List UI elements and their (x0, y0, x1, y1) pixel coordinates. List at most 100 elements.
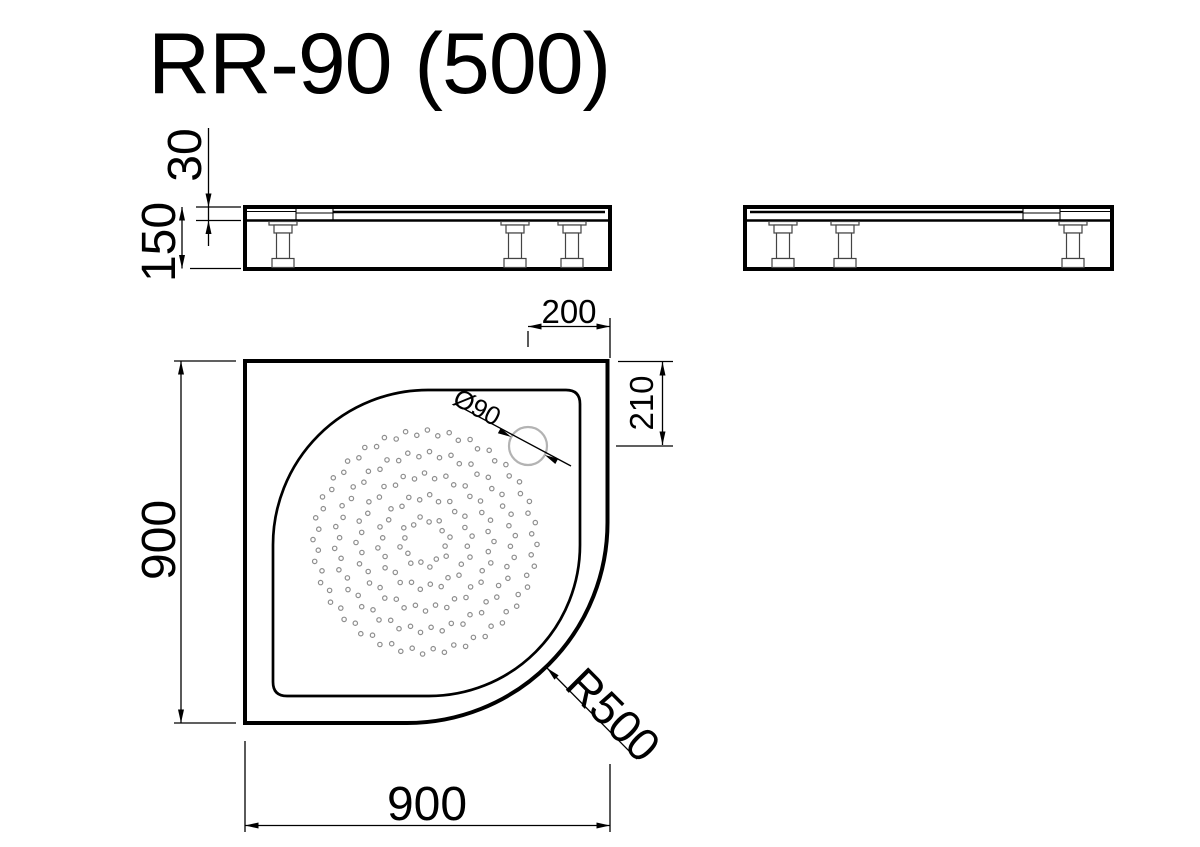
anti-slip-dot (330, 474, 337, 481)
anti-slip-dot (400, 473, 407, 480)
anti-slip-dot-pattern (310, 427, 540, 657)
anti-slip-dot (474, 471, 480, 478)
anti-slip-dot (515, 591, 522, 598)
anti-slip-dot (427, 581, 434, 588)
anti-slip-dot (424, 427, 431, 433)
anti-slip-dot (356, 560, 363, 567)
anti-slip-dot (450, 642, 457, 648)
anti-slip-dot (319, 494, 326, 500)
leg (557, 220, 587, 269)
anti-slip-dot (392, 482, 399, 489)
leg (768, 220, 798, 269)
anti-slip-dot (315, 547, 322, 554)
anti-slip-dot (431, 475, 438, 482)
anti-slip-dot (401, 604, 407, 611)
plan-basin-rim (271, 388, 582, 698)
dim-label-30: 30 (159, 128, 212, 181)
anti-slip-dot (356, 454, 362, 461)
anti-slip-dot (436, 517, 443, 524)
anti-slip-dot (312, 514, 319, 521)
anti-slip-dot (402, 428, 409, 435)
dim-label-200: 200 (541, 293, 596, 330)
dimension-drain-offset-y: 210 (616, 360, 673, 447)
anti-slip-dot (499, 491, 505, 498)
anti-slip-dot (352, 620, 359, 627)
anti-slip-dot (462, 524, 468, 531)
anti-slip-dot (402, 535, 408, 541)
anti-slip-dot (341, 616, 347, 623)
anti-slip-dot (460, 621, 466, 627)
anti-slip-dot (319, 567, 325, 574)
anti-slip-dot (336, 566, 342, 573)
anti-slip-dot (486, 447, 493, 454)
dimension-rim-depth: 30 (159, 128, 241, 246)
anti-slip-dot (364, 510, 371, 517)
anti-slip-dot (366, 498, 372, 505)
anti-slip-dot (357, 630, 364, 637)
anti-slip-dot (379, 534, 386, 541)
anti-slip-dot (463, 594, 469, 601)
anti-slip-dot (396, 625, 402, 632)
anti-slip-dot (393, 596, 400, 603)
anti-slip-dot (361, 444, 368, 451)
anti-slip-dot (523, 572, 530, 579)
anti-slip-dot (448, 620, 455, 627)
anti-slip-dot (442, 543, 448, 549)
anti-slip-dot (416, 496, 423, 503)
anti-slip-dot (462, 643, 469, 650)
anti-slip-dot (450, 481, 457, 488)
anti-slip-dot (513, 603, 520, 610)
anti-slip-dot (445, 574, 451, 581)
anti-slip-dot (339, 502, 345, 509)
anti-slip-dot (493, 594, 500, 600)
anti-slip-dot (397, 579, 404, 586)
anti-slip-dot (503, 608, 510, 615)
anti-slip-dot (388, 640, 395, 647)
front-tray-outline (243, 205, 612, 271)
anti-slip-dot (417, 514, 423, 520)
anti-slip-dot (369, 632, 376, 639)
anti-slip-dot (375, 545, 381, 551)
anti-slip-dot (488, 485, 495, 492)
anti-slip-dot (311, 558, 318, 565)
anti-slip-dot (418, 559, 424, 565)
anti-slip-dot (483, 598, 489, 605)
anti-slip-dot (344, 575, 351, 581)
anti-slip-dot (517, 490, 524, 497)
anti-slip-dot (405, 550, 411, 557)
anti-slip-dot (477, 498, 484, 504)
anti-slip-dot (462, 483, 469, 489)
front-elevation-view (243, 205, 612, 271)
anti-slip-dot (366, 580, 373, 586)
anti-slip-dot (381, 483, 387, 490)
dimension-corner-radius: R500 (544, 657, 671, 772)
leg (500, 220, 530, 269)
anti-slip-dot (358, 529, 365, 536)
anti-slip-dot (485, 474, 492, 481)
anti-slip-dot (417, 629, 424, 636)
anti-slip-dot (426, 491, 433, 498)
anti-slip-dot (438, 583, 445, 590)
anti-slip-dot (456, 572, 462, 579)
anti-slip-dot (467, 554, 473, 560)
anti-slip-dot (381, 595, 388, 601)
anti-slip-dot (412, 602, 419, 609)
anti-slip-dot (467, 493, 473, 500)
front-legs (268, 220, 587, 269)
anti-slip-dot (392, 569, 399, 576)
anti-slip-dot (417, 586, 424, 593)
anti-slip-dot (448, 452, 454, 459)
anti-slip-dot (397, 648, 404, 655)
anti-slip-dot (353, 539, 359, 546)
side-legs (768, 220, 1088, 269)
anti-slip-dot (340, 514, 346, 521)
anti-slip-dot (532, 519, 539, 526)
anti-slip-dot (315, 526, 322, 533)
anti-slip-dot (469, 533, 475, 539)
anti-slip-dot (524, 584, 531, 590)
anti-slip-dot (426, 448, 433, 455)
anti-slip-dot (443, 553, 450, 560)
anti-slip-dot (382, 553, 388, 560)
